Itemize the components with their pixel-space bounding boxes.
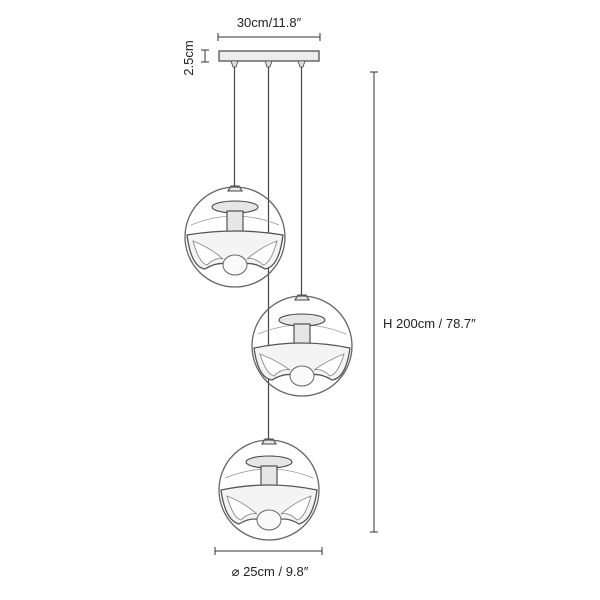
canopy-width-dimension: 30cm/11.8″ xyxy=(217,15,321,41)
ceiling-canopy xyxy=(218,50,320,62)
pendant-globe-top xyxy=(184,185,286,288)
pendant-globe-middle xyxy=(251,294,353,397)
canopy-height-dimension: 2.5cm xyxy=(181,40,209,76)
canopy-height-label: 2.5cm xyxy=(181,40,196,75)
canopy-width-label: 30cm/11.8″ xyxy=(237,15,302,30)
cord-grips xyxy=(230,60,306,68)
pendant-globe-bottom xyxy=(218,438,320,541)
globe-diameter-dimension: ⌀ 25cm / 9.8″ xyxy=(214,547,323,579)
globe-diameter-label: ⌀ 25cm / 9.8″ xyxy=(232,564,309,579)
overall-height-dimension: H 200cm / 78.7″ xyxy=(370,71,476,533)
overall-height-label: H 200cm / 78.7″ xyxy=(383,316,476,331)
